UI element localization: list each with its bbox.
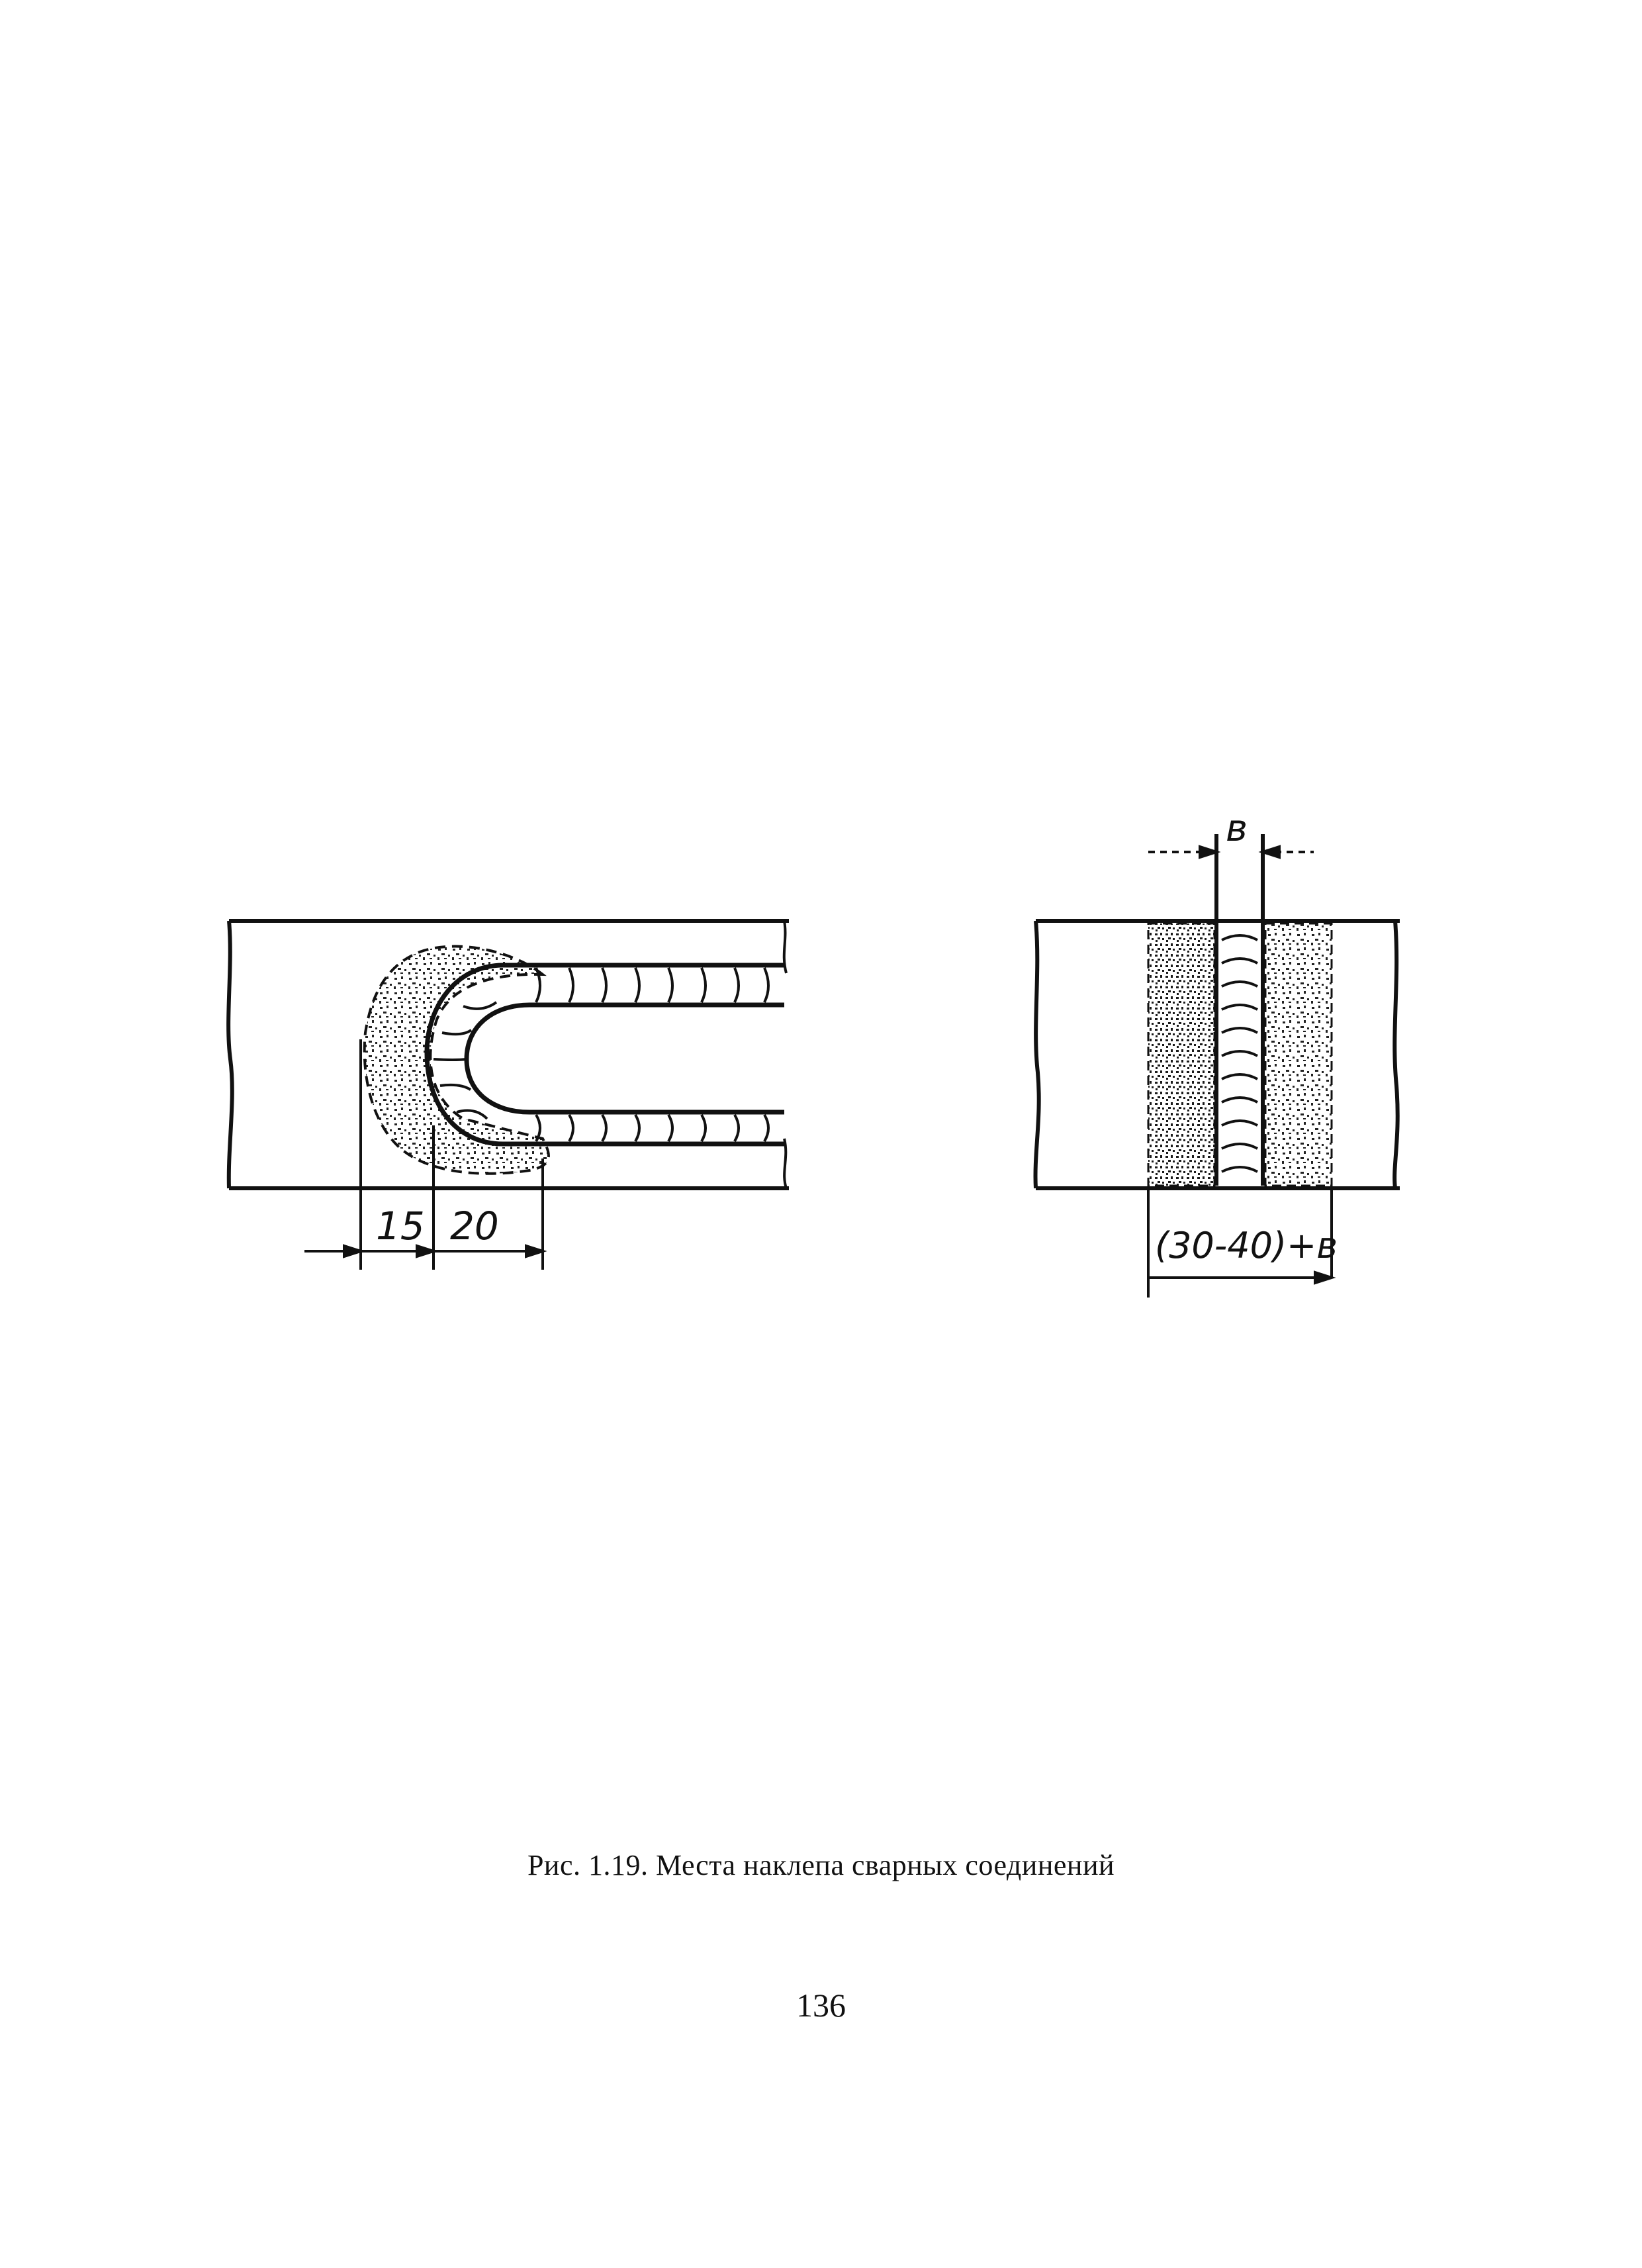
left-weld-inner — [464, 1002, 784, 1115]
right-peened-zone-right — [1264, 922, 1333, 1187]
right-weld-drawing: в (30-40)+в — [1033, 807, 1400, 1298]
right-dim-b-lines — [1148, 845, 1314, 859]
right-weld-seam — [1214, 834, 1265, 1186]
right-dim-b-label: в — [1226, 807, 1248, 850]
left-plate-outline — [226, 919, 789, 1190]
left-dim-20-label: 20 — [450, 1204, 499, 1249]
left-peened-zone — [363, 945, 550, 1175]
left-weld-outer — [424, 963, 784, 1147]
right-peened-zone-left — [1147, 922, 1216, 1187]
figure-caption: Рис. 1.19. Места наклепа сварных соедине… — [527, 1849, 1115, 1881]
left-weld-ripples — [433, 967, 770, 1143]
right-dim-width-label: (30-40)+в — [1155, 1225, 1338, 1266]
right-weld-ripples — [1221, 934, 1258, 1173]
left-dimensions — [304, 1039, 547, 1270]
left-weld-drawing: 15 20 — [226, 919, 789, 1270]
page-number: 136 — [796, 1987, 846, 2024]
right-dim-width-lines — [1147, 1188, 1336, 1298]
left-dim-15-label: 15 — [376, 1204, 425, 1249]
